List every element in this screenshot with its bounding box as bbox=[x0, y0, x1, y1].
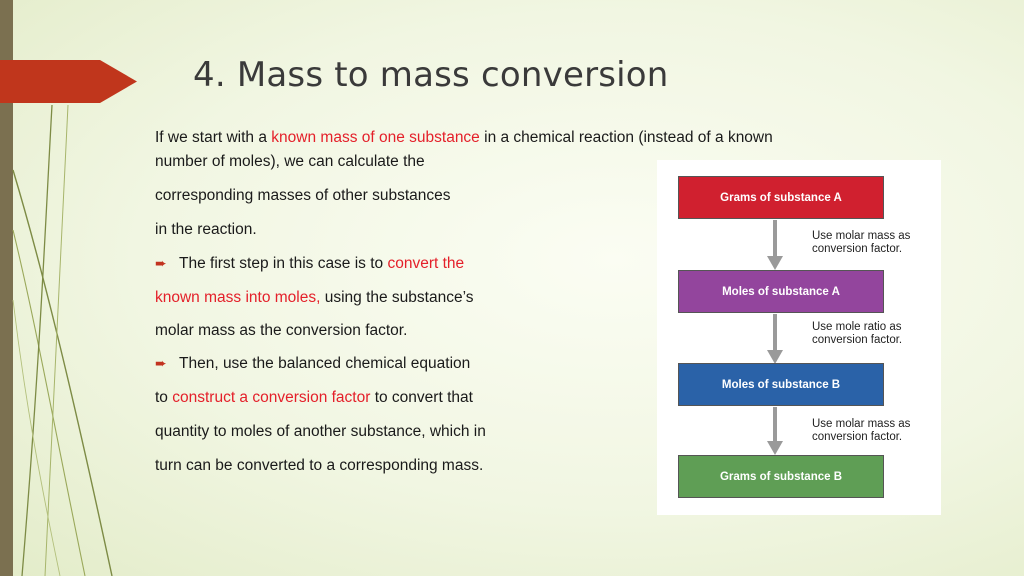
slide-title: 4. Mass to mass conversion bbox=[193, 55, 669, 95]
text-line-2: number of moles), we can calculate the bbox=[155, 153, 425, 170]
down-arrow-icon bbox=[767, 314, 783, 364]
right-arrow-bullet-icon: ➨ bbox=[155, 255, 167, 271]
decorative-curves bbox=[12, 104, 113, 576]
flow-box-grams-b: Grams of substance B bbox=[678, 455, 884, 498]
down-arrow-icon bbox=[767, 220, 783, 270]
flow-box-moles-b: Moles of substance B bbox=[678, 363, 884, 406]
bullet-item-2: ➨Then, use the balanced chemical equatio… bbox=[155, 355, 471, 372]
bullet-item-1: ➨The first step in this case is to conve… bbox=[155, 255, 465, 272]
text-line-7: molar mass as the conversion factor. bbox=[155, 322, 408, 339]
text-line-3: corresponding masses of other substances bbox=[155, 187, 451, 204]
text-line-9: to construct a conversion factor to conv… bbox=[155, 389, 473, 406]
flow-box-moles-a: Moles of substance A bbox=[678, 270, 884, 313]
left-accent-bar bbox=[0, 0, 13, 576]
text-line-10: quantity to moles of another substance, … bbox=[155, 423, 486, 440]
text-line-1: If we start with a known mass of one sub… bbox=[155, 129, 773, 146]
down-arrow-icon bbox=[767, 407, 783, 455]
flow-box-grams-a: Grams of substance A bbox=[678, 176, 884, 219]
title-arrow-shape bbox=[0, 60, 137, 103]
text-line-6: known mass into moles, using the substan… bbox=[155, 289, 474, 306]
text-line-11: turn can be converted to a corresponding… bbox=[155, 457, 484, 474]
right-arrow-bullet-icon: ➨ bbox=[155, 355, 167, 371]
text-line-4: in the reaction. bbox=[155, 221, 257, 238]
